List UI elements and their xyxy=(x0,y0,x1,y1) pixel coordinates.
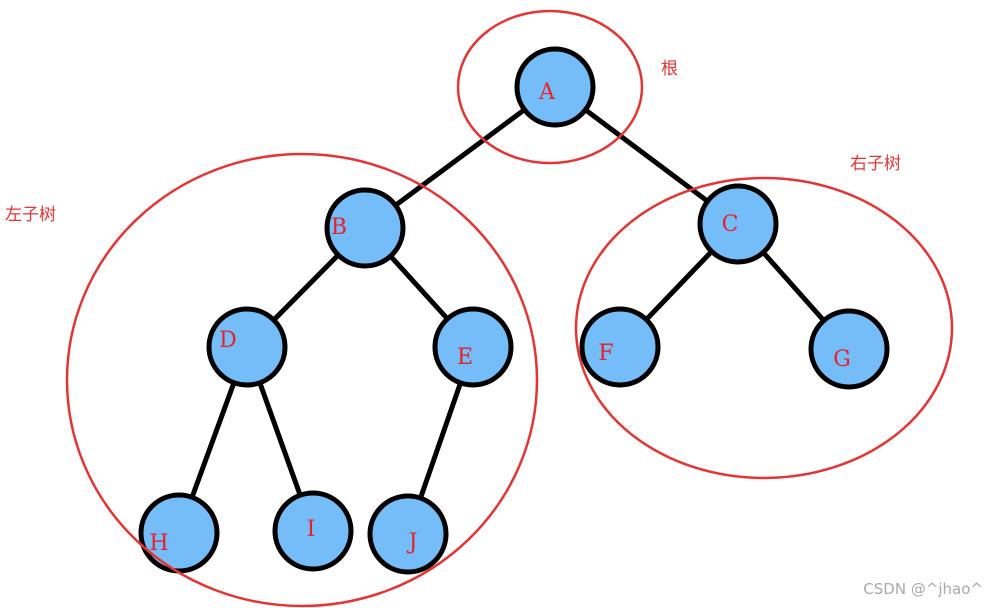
node-J-label: J xyxy=(407,530,418,555)
root-ring xyxy=(456,9,644,165)
node-F-label: F xyxy=(598,341,613,366)
node-A-label: A xyxy=(538,80,556,105)
node-G: G xyxy=(808,308,890,390)
node-J: J xyxy=(367,493,449,575)
node-F: F xyxy=(579,306,661,388)
node-B-label: B xyxy=(331,215,347,240)
node-H: H xyxy=(138,492,220,574)
left-subtree-annotation: 左子树 xyxy=(5,205,56,225)
node-A: A xyxy=(514,46,596,128)
node-I-label: I xyxy=(307,517,316,542)
node-E: E xyxy=(432,306,514,388)
root-annotation: 根 xyxy=(661,59,678,79)
node-I: I xyxy=(272,490,354,572)
node-H-label: H xyxy=(149,531,168,556)
node-G-label: G xyxy=(833,347,851,372)
node-D: D xyxy=(206,306,288,388)
node-E-label: E xyxy=(457,345,473,370)
left-subtree-ring xyxy=(65,152,539,608)
right-subtree-ring xyxy=(574,176,954,480)
right-subtree-annotation: 右子树 xyxy=(850,154,901,174)
node-D-label: D xyxy=(219,328,237,353)
watermark: CSDN @^jhao^ xyxy=(863,580,983,598)
node-C: C xyxy=(697,183,779,265)
node-B: B xyxy=(324,187,406,269)
node-C-label: C xyxy=(722,212,739,237)
